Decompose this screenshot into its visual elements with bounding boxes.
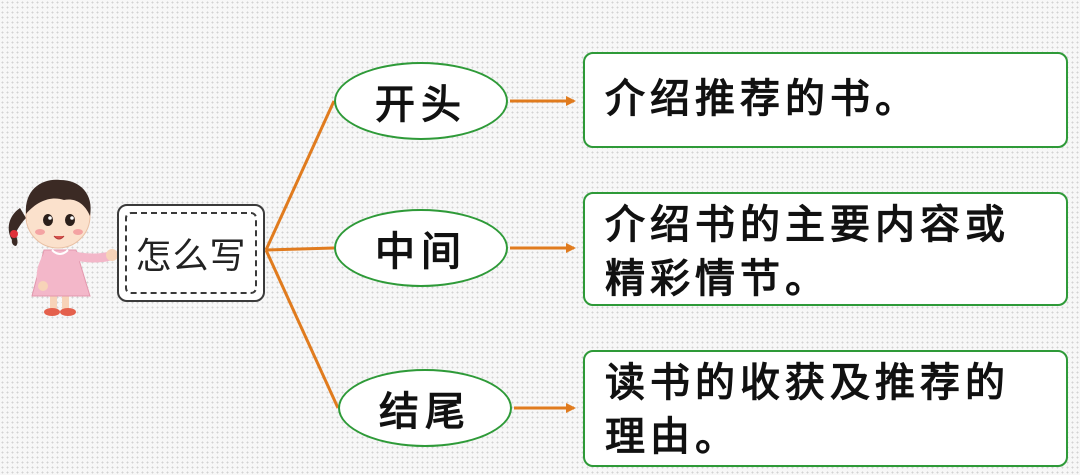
detail-box-opening: 介绍推荐的书。 (583, 52, 1068, 148)
detail-middle-text: 介绍书的主要内容或精彩情节。 (605, 201, 1010, 302)
node-ending: 结尾 (338, 369, 512, 447)
branch-line-top (264, 100, 336, 251)
root-dashed-border (125, 212, 257, 294)
branch-line-middle (265, 246, 335, 252)
detail-opening-text: 介绍推荐的书。 (605, 75, 920, 122)
root-node: 怎么写 (117, 204, 265, 302)
branch-line-bottom (264, 249, 340, 409)
detail-ending-text: 读书的收获及推荐的理由。 (605, 359, 1010, 460)
node-ending-label: 结尾 (379, 388, 471, 435)
girl-illustration (8, 179, 118, 316)
node-middle: 中间 (334, 209, 508, 287)
node-middle-label: 中间 (375, 228, 467, 275)
node-opening-label: 开头 (375, 81, 467, 128)
root-label: 怎么写 (135, 236, 247, 277)
detail-box-ending: 读书的收获及推荐的理由。 (583, 350, 1068, 467)
detail-box-middle: 介绍书的主要内容或精彩情节。 (583, 192, 1068, 306)
node-opening: 开头 (334, 62, 508, 140)
